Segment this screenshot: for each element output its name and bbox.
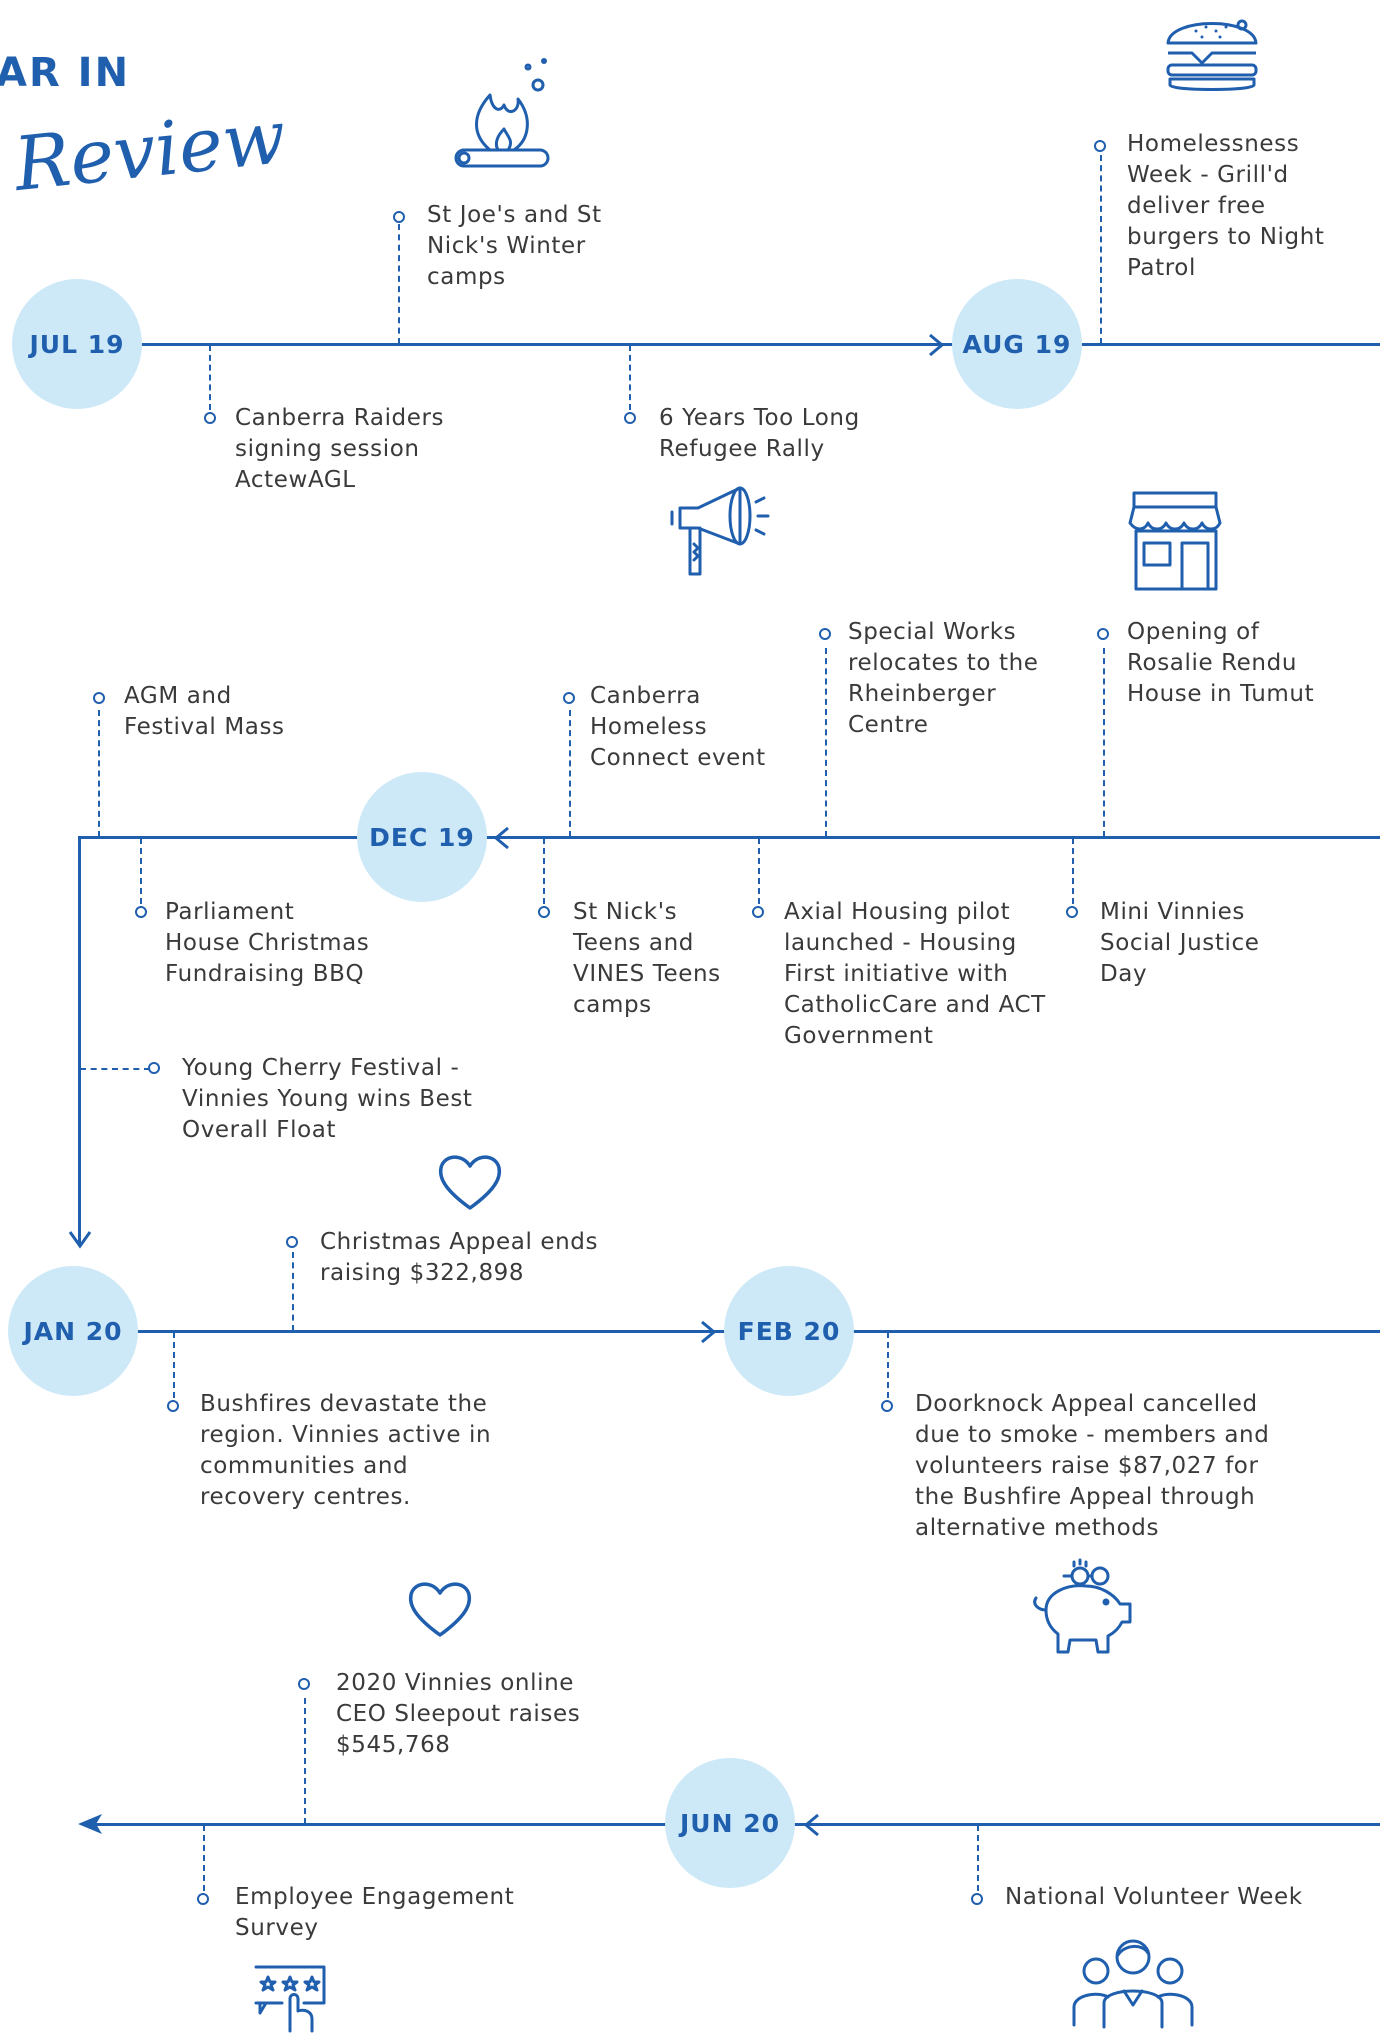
event-node [93,692,105,704]
timeline-row-1 [140,343,1380,346]
event-doorknock: Doorknock Appeal cancelled due to smoke … [915,1391,1270,1541]
event-christmas-appeal: Christmas Appeal ends raising $322,898 [320,1229,599,1286]
event-raiders: Canberra Raiders signing session ActewAG… [235,405,445,493]
people-group-icon [1072,1939,1194,2029]
arrow-down-icon [68,1231,92,1249]
month-aug19: AUG 19 [952,279,1082,409]
event-node [148,1062,160,1074]
timeline-connector-vertical [78,836,81,1246]
event-ceo-sleepout: 2020 Vinnies online CEO Sleepout raises … [336,1670,581,1758]
event-bushfires: Bushfires devastate the region. Vinnies … [200,1391,492,1510]
event-node [135,906,147,918]
event-rosalie-rendu: Opening of Rosalie Rendu House in Tumut [1127,619,1315,707]
event-node [819,628,831,640]
month-label: JUN 20 [679,1808,781,1838]
page-title: AR IN [0,50,131,96]
connector [140,838,142,904]
connector [292,1252,294,1331]
event-node [1094,140,1106,152]
arrow-left-icon [493,826,509,850]
event-node [1066,906,1078,918]
event-employee-survey: Employee Engagement Survey [235,1884,515,1941]
heart-icon [408,1582,472,1637]
event-node [563,692,575,704]
event-mini-vinnies: Mini Vinnies Social Justice Day [1100,899,1260,987]
event-node [204,412,216,424]
connector [977,1825,979,1891]
event-teens-camps: St Nick's Teens and VINES Teens camps [573,899,721,1018]
connector [825,648,827,837]
campfire-icon [454,58,550,168]
arrow-right-icon [929,333,945,357]
event-volunteer-week: National Volunteer Week [1005,1884,1303,1910]
connector [569,710,571,837]
connector [203,1825,205,1891]
month-label: DEC 19 [369,822,475,852]
connector [1103,648,1105,837]
month-feb20: FEB 20 [724,1266,854,1396]
connector [209,345,211,410]
event-homelessness-week: Homelessness Week - Grill'd deliver free… [1127,131,1325,281]
connector [758,838,760,904]
connector [304,1698,306,1824]
arrow-left-head-icon [78,1814,102,1834]
month-dec19: DEC 19 [357,772,487,902]
page-subtitle-script: Review [10,94,290,208]
connector [98,710,100,837]
event-cherry-festival: Young Cherry Festival - Vinnies Young wi… [182,1055,473,1143]
connector [173,1332,175,1398]
shop-icon [1128,491,1222,591]
month-label: FEB 20 [737,1316,841,1346]
connector [80,1068,150,1070]
event-axial-housing: Axial Housing pilot launched - Housing F… [784,899,1046,1049]
connector [629,345,631,410]
connector [543,838,545,904]
connector [887,1332,889,1398]
month-label: AUG 19 [962,329,1072,359]
burger-icon [1166,19,1258,91]
event-node [167,1400,179,1412]
month-jul19: JUL 19 [12,279,142,409]
event-node [1097,628,1109,640]
connector [1072,838,1074,904]
month-jun20: JUN 20 [665,1758,795,1888]
event-refugee-rally: 6 Years Too Long Refugee Rally [659,405,860,462]
month-label: JAN 20 [23,1316,123,1346]
event-node [298,1678,310,1690]
event-node [624,412,636,424]
connector [1100,155,1102,344]
month-jan20: JAN 20 [8,1266,138,1396]
event-node [881,1400,893,1412]
arrow-right-icon [701,1320,717,1344]
piggy-bank-icon [1033,1558,1132,1654]
rating-hand-icon [254,1965,326,2033]
event-node [393,211,405,223]
megaphone-icon [670,486,770,576]
event-node [197,1893,209,1905]
event-parliament-bbq: Parliament House Christmas Fundraising B… [165,899,370,987]
event-node [286,1236,298,1248]
heart-icon [438,1155,502,1210]
event-homeless-connect: Canberra Homeless Connect event [590,683,766,771]
month-label: JUL 19 [29,329,125,359]
connector [398,224,400,344]
event-special-works: Special Works relocates to the Rheinberg… [848,619,1039,738]
event-node [538,906,550,918]
arrow-left-icon [803,1813,819,1837]
event-winter-camps: St Joe's and St Nick's Winter camps [427,202,602,290]
event-node [971,1893,983,1905]
event-agm: AGM and Festival Mass [124,683,285,740]
timeline-row-2 [78,836,1380,839]
event-node [752,906,764,918]
